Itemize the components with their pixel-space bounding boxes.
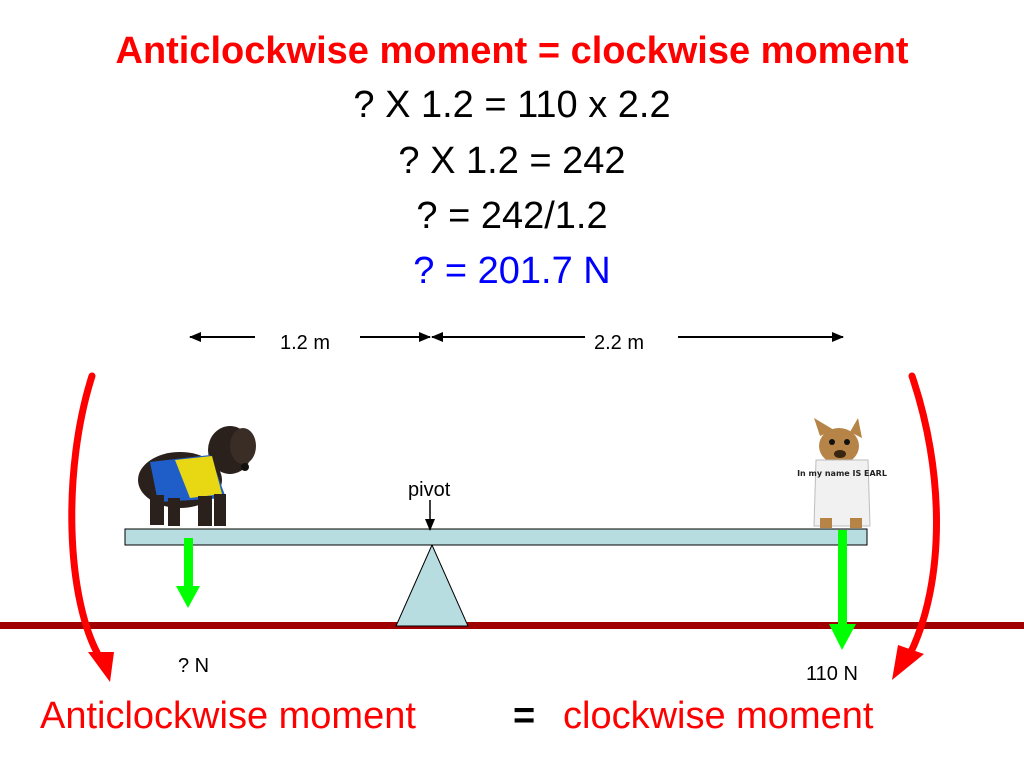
force-arrow-left: [176, 538, 200, 608]
equation-line-1: ? X 1.2 = 110 x 2.2: [353, 84, 671, 126]
footer-clockwise: clockwise moment: [563, 695, 874, 737]
distance-label-left: 1.2 m: [280, 332, 331, 354]
ground-line: [0, 622, 1024, 629]
equation-line-2: ? X 1.2 = 242: [398, 140, 626, 182]
clockwise-moment-arrow: [892, 372, 940, 680]
footer-equals: =: [513, 695, 536, 737]
pivot-triangle: [395, 543, 469, 627]
dog-left-icon: [138, 426, 256, 526]
anticlockwise-moment-arrow: [68, 372, 114, 682]
right-force-label: 110 N: [806, 663, 858, 685]
dog-right-icon: In my name IS EARL: [797, 418, 887, 528]
force-arrow-right: [829, 530, 856, 650]
equation-answer: ? = 201.7 N: [413, 250, 611, 292]
footer-anticlockwise: Anticlockwise moment: [40, 695, 416, 737]
left-force-label: ? N: [178, 655, 210, 677]
dog-shirt-text: In my name IS EARL: [797, 469, 887, 478]
pivot-label: pivot: [408, 479, 451, 501]
seesaw-beam: [124, 528, 868, 546]
equation-line-3: ? = 242/1.2: [416, 195, 608, 237]
distance-label-right: 2.2 m: [594, 332, 645, 354]
equation-title: Anticlockwise moment = clockwise moment: [115, 30, 909, 72]
